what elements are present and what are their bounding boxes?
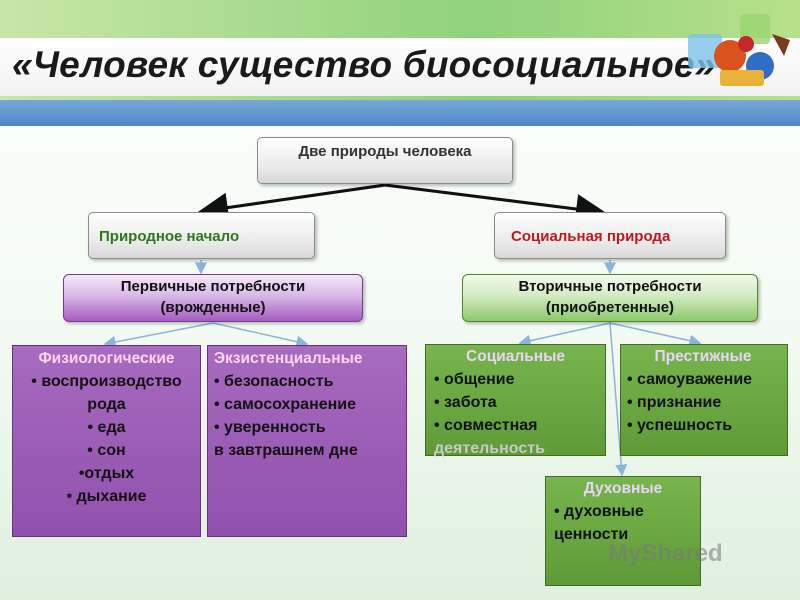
header-blue-bar [0, 100, 800, 126]
primary-needs-node: Первичные потребности (врожденные) [63, 274, 363, 322]
list-item: • забота [434, 394, 497, 411]
arrow-to-natural [198, 183, 386, 223]
arrow-to-existential [212, 322, 309, 348]
secondary-needs-line1: Вторичные потребности [518, 278, 702, 295]
list-item: • успешность [627, 417, 733, 434]
list-item: • сон [87, 442, 126, 459]
natural-node: Природное начало [88, 212, 315, 259]
list-item: • безопасность [214, 373, 334, 390]
natural-label: Природное начало [99, 228, 240, 245]
social-label: Социальная природа [511, 228, 671, 245]
list-item: • духовные [554, 503, 644, 520]
spiritual-heading: Духовные [583, 480, 663, 497]
list-item: • еда [87, 419, 126, 436]
social-needs-heading: Социальные [466, 348, 565, 365]
watermark: MyShared [608, 540, 723, 567]
list-item: • дыхание [66, 488, 147, 505]
prestige-heading: Престижные [654, 348, 752, 365]
list-item: • самоуважение [627, 371, 753, 388]
list-item: • самосохранение [214, 396, 357, 413]
list-item: ценности [554, 526, 629, 543]
toys-illustration-icon [688, 14, 790, 86]
arrow-to-social-needs [518, 322, 611, 347]
slide-title: «Человек существо биосоциальное» [12, 44, 716, 85]
list-item: • признание [627, 394, 722, 411]
arrow-to-prestige [609, 322, 702, 347]
social-needs-box: Социальные • общение • забота • совместн… [425, 344, 606, 457]
social-node: Социальная природа [494, 212, 726, 259]
arrow-to-physiological [103, 322, 214, 348]
prestige-box: Престижные • самоуважение • признание • … [620, 344, 788, 456]
secondary-needs-line2: (приобретенные) [545, 299, 675, 316]
primary-needs-line1: Первичные потребности [120, 278, 306, 295]
primary-needs-line2: (врожденные) [160, 299, 266, 316]
spiritual-box: Духовные • духовные ценности [545, 476, 701, 586]
title-strip [0, 38, 800, 96]
list-item: • общение [434, 371, 515, 388]
list-item: • совместная [434, 417, 538, 434]
root-label: Две природы человека [298, 143, 472, 160]
list-item: деятельность [434, 440, 545, 457]
physiological-heading: Физиологические [38, 350, 175, 367]
list-item: • воспроизводство [31, 373, 182, 390]
arrow-to-social [384, 183, 606, 224]
list-item: •отдых [78, 465, 135, 482]
existential-heading: Экзистенциальные [214, 350, 363, 367]
existential-box: Экзистенциальные • безопасность • самосо… [207, 345, 407, 537]
physiological-box: Физиологические • воспроизводство рода •… [12, 345, 201, 537]
root-node: Две природы человека [257, 137, 513, 184]
list-item: • уверенность [214, 419, 326, 436]
secondary-needs-node: Вторичные потребности (приобретенные) [462, 274, 758, 322]
list-item: рода [87, 396, 126, 413]
list-item: в завтрашнем дне [214, 442, 358, 459]
